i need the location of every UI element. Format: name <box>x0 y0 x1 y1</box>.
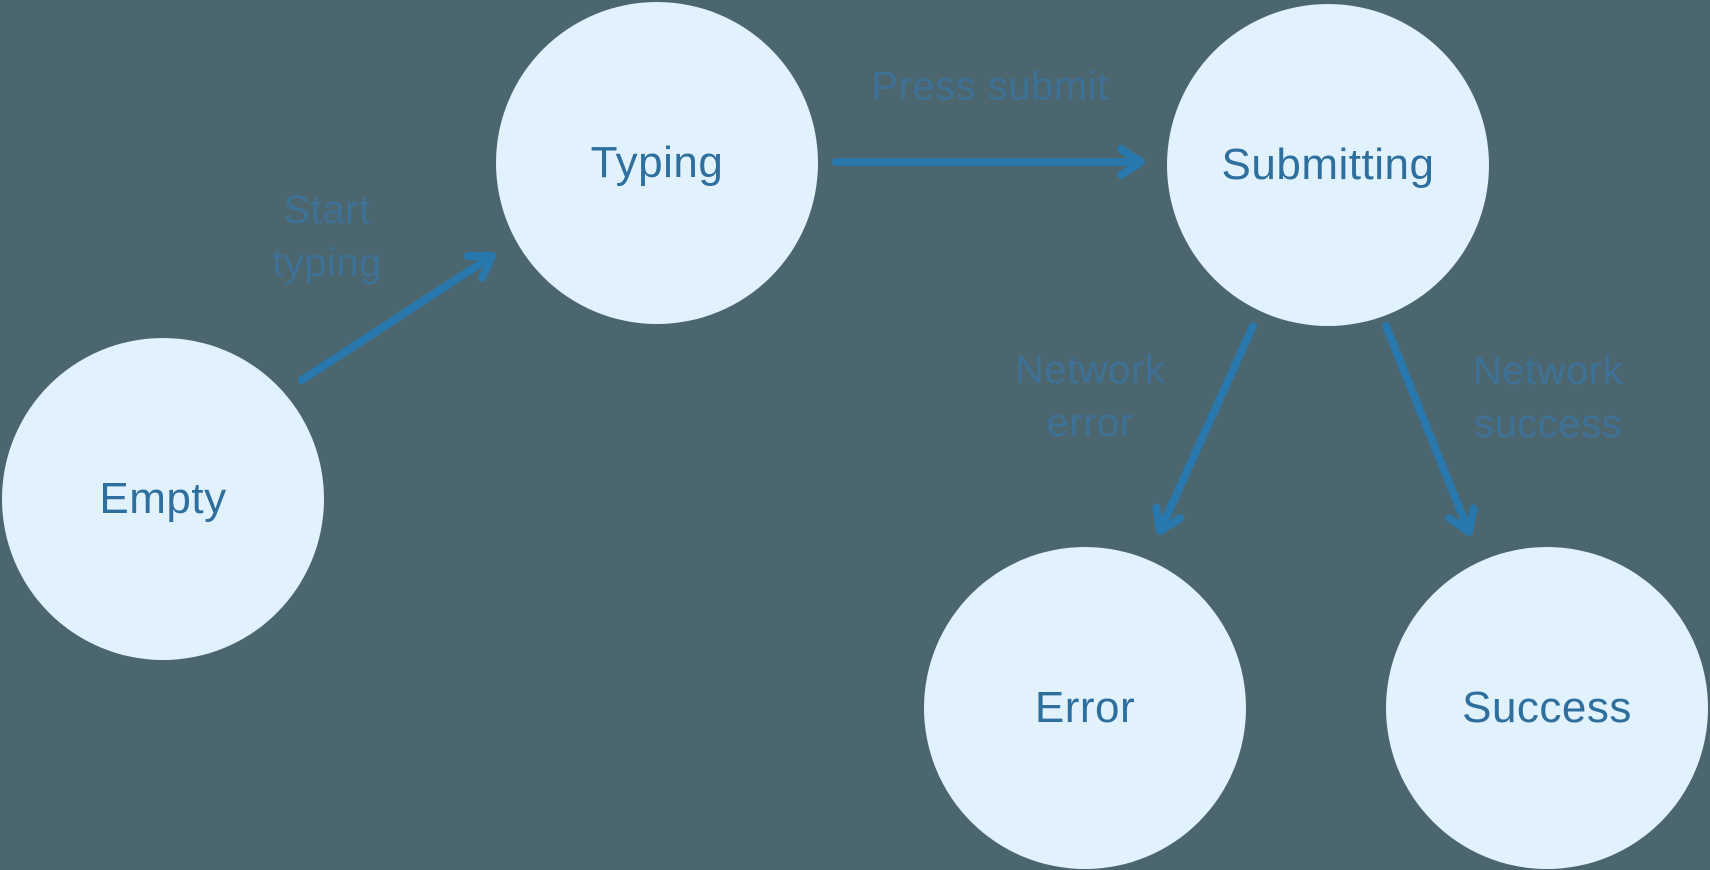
state-label-empty: Empty <box>99 474 227 523</box>
edge-arrow-submitting-to-error <box>1152 322 1257 535</box>
state-node-submitting: Submitting <box>1167 4 1489 326</box>
state-label-submitting: Submitting <box>1221 140 1435 189</box>
edge-label-submitting-to-success: Network success <box>1473 345 1623 451</box>
edge-label-line: Press submit <box>871 64 1109 109</box>
edge-label-line: Network <box>1014 348 1166 392</box>
edge-label-submitting-to-error: Network error <box>1015 344 1165 450</box>
edge-label-line: Start <box>283 188 371 232</box>
state-node-error: Error <box>924 547 1246 869</box>
edge-arrow-empty-to-typing <box>298 252 496 384</box>
edge-arrow-submitting-to-success <box>1382 322 1478 536</box>
state-label-typing: Typing <box>590 138 724 187</box>
state-node-typing: Typing <box>496 2 818 324</box>
edge-label-line: typing <box>272 241 382 285</box>
edge-label-line: Network <box>1472 349 1624 393</box>
state-node-success: Success <box>1386 547 1708 869</box>
state-node-empty: Empty <box>2 338 324 660</box>
edge-label-typing-to-submitting: Press submit <box>871 61 1108 114</box>
edge-label-empty-to-typing: Start typing <box>272 184 382 290</box>
edge-label-line: error <box>1046 401 1134 445</box>
edge-label-line: success <box>1473 402 1622 446</box>
state-label-error: Error <box>1034 683 1136 732</box>
state-label-success: Success <box>1462 683 1632 732</box>
